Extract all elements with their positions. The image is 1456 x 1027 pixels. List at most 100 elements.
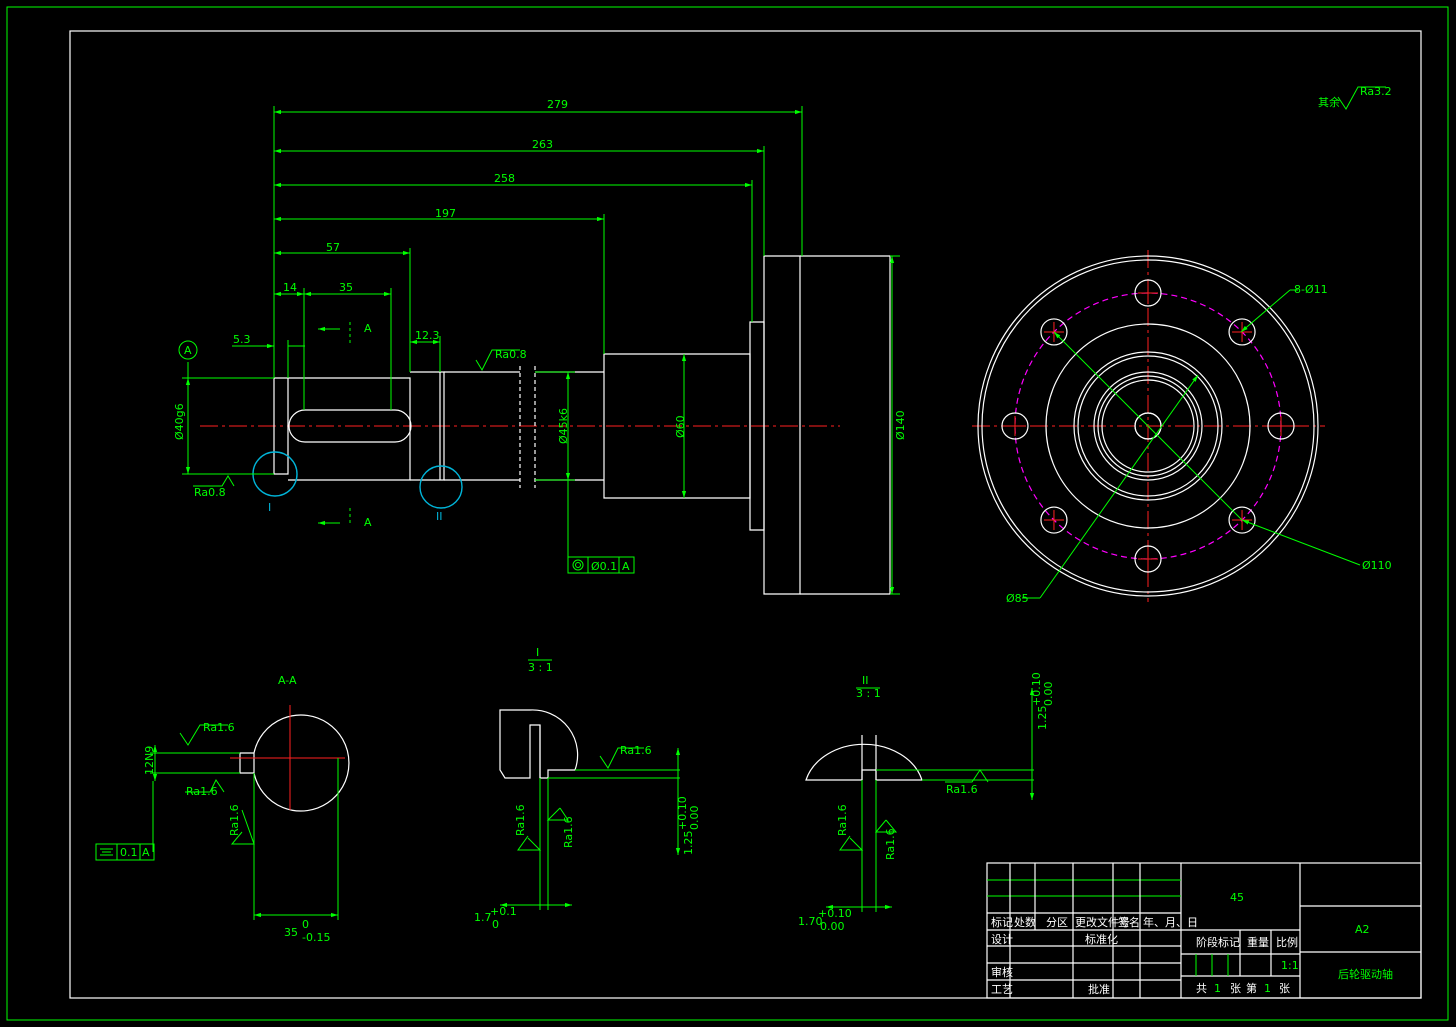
detail-i-scale: 3 : 1 bbox=[528, 661, 553, 674]
tb-process: 工艺 bbox=[991, 983, 1013, 996]
detail-i-title: I bbox=[536, 646, 539, 659]
inner-border bbox=[69, 30, 1422, 999]
bolt-hole bbox=[1001, 412, 1029, 440]
dim-35: 35 bbox=[339, 281, 353, 294]
aa-tol: 0.1 bbox=[120, 846, 138, 859]
detail-i-marker: I bbox=[268, 501, 271, 514]
detail-ii-h-up: +0.10 bbox=[1030, 672, 1043, 706]
flange-dims: 8-Ø11 Ø110 Ø85 bbox=[1006, 283, 1392, 605]
dim-197: 197 bbox=[435, 207, 456, 220]
tb-h6: 年、月、日 bbox=[1143, 915, 1198, 929]
detail-ii-h-lo: 0.00 bbox=[1042, 682, 1055, 707]
detail-ii-scale: 3 : 1 bbox=[856, 687, 881, 700]
bolt-hole bbox=[1228, 506, 1256, 534]
tb-review: 审核 bbox=[991, 965, 1013, 979]
detail-ii-w-lo: 0.00 bbox=[820, 920, 845, 933]
detail-i-ra-c: Ra1.6 bbox=[562, 816, 575, 848]
aa-ra-c: Ra1.6 bbox=[228, 804, 241, 836]
bolt-hole bbox=[1040, 506, 1068, 534]
tb-total: 共 bbox=[1196, 982, 1207, 995]
detail-i-ra-a: Ra1.6 bbox=[620, 744, 652, 757]
dim-phi60: Ø60 bbox=[674, 415, 687, 438]
detail-ii-ra-c: Ra1.6 bbox=[884, 828, 897, 860]
bolt-hole bbox=[1228, 318, 1256, 346]
aa-dim35: 35 bbox=[284, 926, 298, 939]
bolt-holes bbox=[1001, 279, 1295, 573]
detail-i-h-lo: 0.00 bbox=[688, 806, 701, 831]
tb-design: 设计 bbox=[991, 933, 1013, 946]
detail-ii: II 3 : 1 1.25 +0.10 0.00 Ra1.6 1.70 +0.1… bbox=[798, 672, 1055, 933]
tb-standard: 标准化 bbox=[1085, 932, 1118, 946]
dim-258: 258 bbox=[494, 172, 515, 185]
tb-ratio: 1:1 bbox=[1281, 959, 1299, 972]
detail-i-w-lo: 0 bbox=[492, 918, 499, 931]
detail-i: I 3 : 1 1.25 +0.10 0.00 Ra1.6 1.7 +0.1 0… bbox=[474, 646, 701, 931]
tb-sheet: A2 bbox=[1355, 923, 1370, 936]
tb-h1: 标记 bbox=[991, 915, 1013, 929]
detail-ii-h: 1.25 bbox=[1036, 706, 1049, 731]
detail-i-w-up: +0.1 bbox=[490, 905, 517, 918]
detail-ii-w: 1.70 bbox=[798, 915, 823, 928]
ra08-left: Ra0.8 bbox=[194, 486, 226, 499]
dim-263: 263 bbox=[532, 138, 553, 151]
concentricity-frame: Ø0.1 A bbox=[567, 556, 635, 574]
tb-sheets2: 张 bbox=[1279, 982, 1290, 995]
dim-57: 57 bbox=[326, 241, 340, 254]
aa-dim35-up: 0 bbox=[302, 918, 309, 931]
bolt-hole bbox=[1267, 412, 1295, 440]
tb-sheets: 张 bbox=[1230, 982, 1241, 995]
tb-total-n: 1 bbox=[1214, 982, 1221, 995]
tb-h3: 分区 bbox=[1046, 916, 1068, 929]
title-block: 标记 处数 分区 更改文件号 签名 年、月、日 设计 标准化 审核 工艺 批准 … bbox=[986, 862, 1422, 999]
detail-ii-ra-b: Ra1.6 bbox=[836, 804, 849, 836]
tb-weight: 重量 bbox=[1247, 935, 1269, 949]
section-markers: A A bbox=[318, 322, 372, 529]
bolt-hole bbox=[1134, 279, 1162, 307]
dim-phi140: Ø140 bbox=[894, 410, 907, 440]
tb-material: 45 bbox=[1230, 891, 1244, 904]
horizontal-dims: 279 263 258 197 57 14 35 5.3 12.3 bbox=[232, 98, 803, 410]
ra32: Ra3.2 bbox=[1360, 85, 1392, 98]
tb-h2: 处数 bbox=[1014, 916, 1036, 929]
ra08-right: Ra0.8 bbox=[495, 348, 527, 361]
tb-ratio-label: 比例 bbox=[1276, 935, 1298, 949]
dim-phi40: Ø40g6 bbox=[173, 403, 186, 440]
detail-i-w: 1.7 bbox=[474, 911, 492, 924]
tb-sheet-n: 1 bbox=[1264, 982, 1271, 995]
tol-concentric-ref: A bbox=[622, 560, 630, 573]
detail-ii-title: II bbox=[862, 674, 869, 687]
detail-ii-w-up: +0.10 bbox=[818, 907, 852, 920]
aa-tol-ref: A bbox=[142, 846, 150, 859]
tb-h4: 更改文件号 bbox=[1075, 915, 1130, 929]
tb-sheet-no: 第 bbox=[1246, 981, 1257, 995]
remaining-label: 其余 bbox=[1318, 95, 1340, 109]
dim-12-3: 12.3 bbox=[415, 329, 440, 342]
section-a-top: A bbox=[364, 322, 372, 335]
detail-ii-ra-a: Ra1.6 bbox=[946, 783, 978, 796]
section-aa: A-A 12N9 Ra1.6 Ra1.6 Ra1.6 35 0 -0.15 0.… bbox=[95, 674, 350, 944]
dim-phi85: Ø85 bbox=[1006, 592, 1029, 605]
dim-phi110: Ø110 bbox=[1362, 559, 1392, 572]
aa-ra-b: Ra1.6 bbox=[186, 785, 218, 798]
bolt-hole bbox=[1134, 545, 1162, 573]
roughness-main: Ra0.8 Ra0.8 其余 Ra3.2 bbox=[193, 85, 1392, 499]
aa-dim35-lo: -0.15 bbox=[302, 931, 330, 944]
tol-concentric: Ø0.1 bbox=[591, 560, 617, 573]
tb-h5: 签名 bbox=[1118, 915, 1140, 929]
dim-phi45: Ø45k6 bbox=[557, 408, 570, 444]
tb-stage: 阶段标记 bbox=[1196, 935, 1240, 949]
key-width: 12N9 bbox=[143, 746, 156, 775]
section-aa-title: A-A bbox=[278, 674, 297, 687]
aa-ra-a: Ra1.6 bbox=[203, 721, 235, 734]
dim-279: 279 bbox=[547, 98, 568, 111]
tb-approve: 批准 bbox=[1088, 982, 1110, 996]
outer-border bbox=[6, 6, 1449, 1021]
detail-i-ra-b: Ra1.6 bbox=[514, 804, 527, 836]
detail-ii-marker: II bbox=[436, 510, 443, 523]
dim-8-phi11: 8-Ø11 bbox=[1294, 283, 1328, 296]
vertical-dims: Ø40g6 A Ø45k6 Ø60 Ø140 bbox=[173, 255, 907, 595]
detail-i-h-up: +0.10 bbox=[676, 796, 689, 830]
bolt-hole bbox=[1040, 318, 1068, 346]
tb-part-name: 后轮驱动轴 bbox=[1338, 967, 1393, 981]
